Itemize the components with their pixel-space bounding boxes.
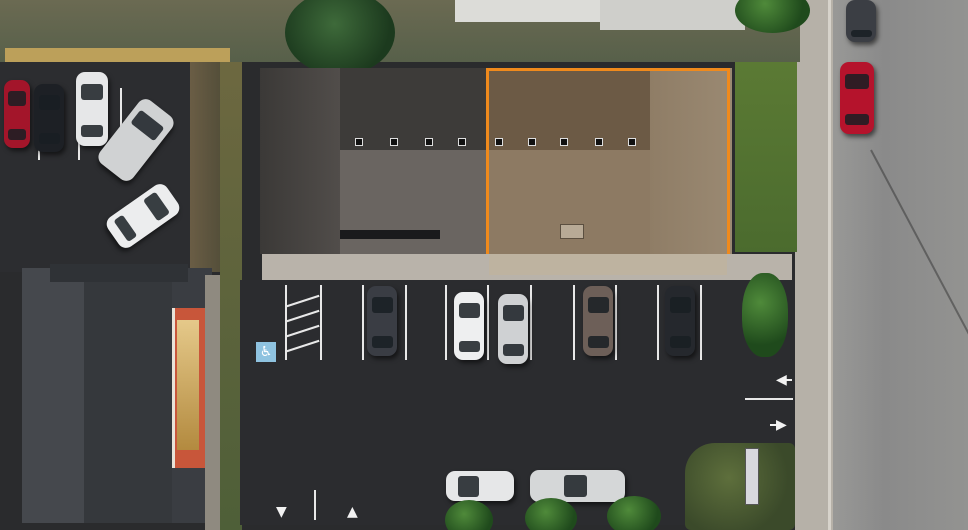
hatch-border [320, 285, 322, 360]
car-black [665, 286, 695, 356]
left-building-roof-ridge [22, 268, 84, 523]
planter-bed [685, 443, 795, 530]
main-building-roof-right-slope [650, 68, 732, 254]
roof-vent [425, 138, 433, 146]
house-roof-top [455, 0, 605, 22]
hatch-border [285, 285, 287, 360]
car-dark-street [846, 0, 876, 42]
building-sidewalk-highlight-tint [489, 254, 727, 275]
roof-vent [458, 138, 466, 146]
car-dark-gray [367, 286, 397, 356]
sidewalk-right [795, 0, 833, 530]
stall-line [487, 285, 489, 360]
roof-vent [628, 138, 636, 146]
roof-vent [595, 138, 603, 146]
stall-line [700, 285, 702, 360]
gravel-strip [205, 275, 223, 530]
lawn-right [735, 62, 797, 252]
shrub-right [742, 273, 788, 357]
stall-line [657, 285, 659, 360]
stall-line [530, 285, 532, 360]
arrow-down-icon: ▼ [276, 504, 287, 520]
accessible-parking-symbol: ♿ [256, 342, 276, 362]
stall-line [573, 285, 575, 360]
roof-chimney-cap [560, 224, 584, 239]
tree-top [285, 0, 395, 75]
highlight-box [486, 68, 730, 278]
lane-line [745, 398, 793, 400]
arrow-right-icon: ▶ [776, 417, 787, 433]
main-building-roof-left-slope [260, 68, 340, 254]
roof-vent [355, 138, 363, 146]
left-building-parapet [50, 264, 188, 282]
roof-solar-vent-bar [340, 230, 440, 239]
roof-vent [560, 138, 568, 146]
stall-line [445, 285, 447, 360]
roof-vent [495, 138, 503, 146]
stall-line [405, 285, 407, 360]
stall-line [615, 285, 617, 360]
shrub-bottom [445, 500, 493, 530]
left-stall-line [120, 88, 122, 138]
arrow-right-shaft [770, 424, 778, 426]
shrub-bottom [607, 496, 661, 530]
storefront-sign-art [177, 320, 199, 450]
curb-line [828, 0, 831, 530]
house-roof-top-2 [600, 0, 745, 30]
car-white-left [76, 72, 108, 146]
arrow-left-shaft [786, 379, 792, 381]
grass-strip-left [220, 62, 242, 530]
stall-line [362, 285, 364, 360]
exit-divider-line [314, 490, 316, 520]
car-red-left [4, 80, 30, 148]
car-white-bottom [446, 471, 514, 501]
pickup-truck-bottom [530, 470, 625, 502]
shrub-bottom [525, 498, 577, 530]
car-black-left [34, 84, 64, 152]
left-fence [5, 48, 230, 62]
street-sign-post [745, 448, 759, 505]
arrow-up-icon: ▲ [347, 504, 358, 520]
left-building-roof-ridge-2 [84, 268, 172, 523]
car-bronze [583, 286, 613, 356]
car-silver [498, 294, 528, 364]
arrow-left-icon: ◀ [776, 372, 787, 388]
roof-vent [528, 138, 536, 146]
car-red-street [840, 62, 874, 134]
car-white [454, 292, 484, 360]
roof-vent [390, 138, 398, 146]
